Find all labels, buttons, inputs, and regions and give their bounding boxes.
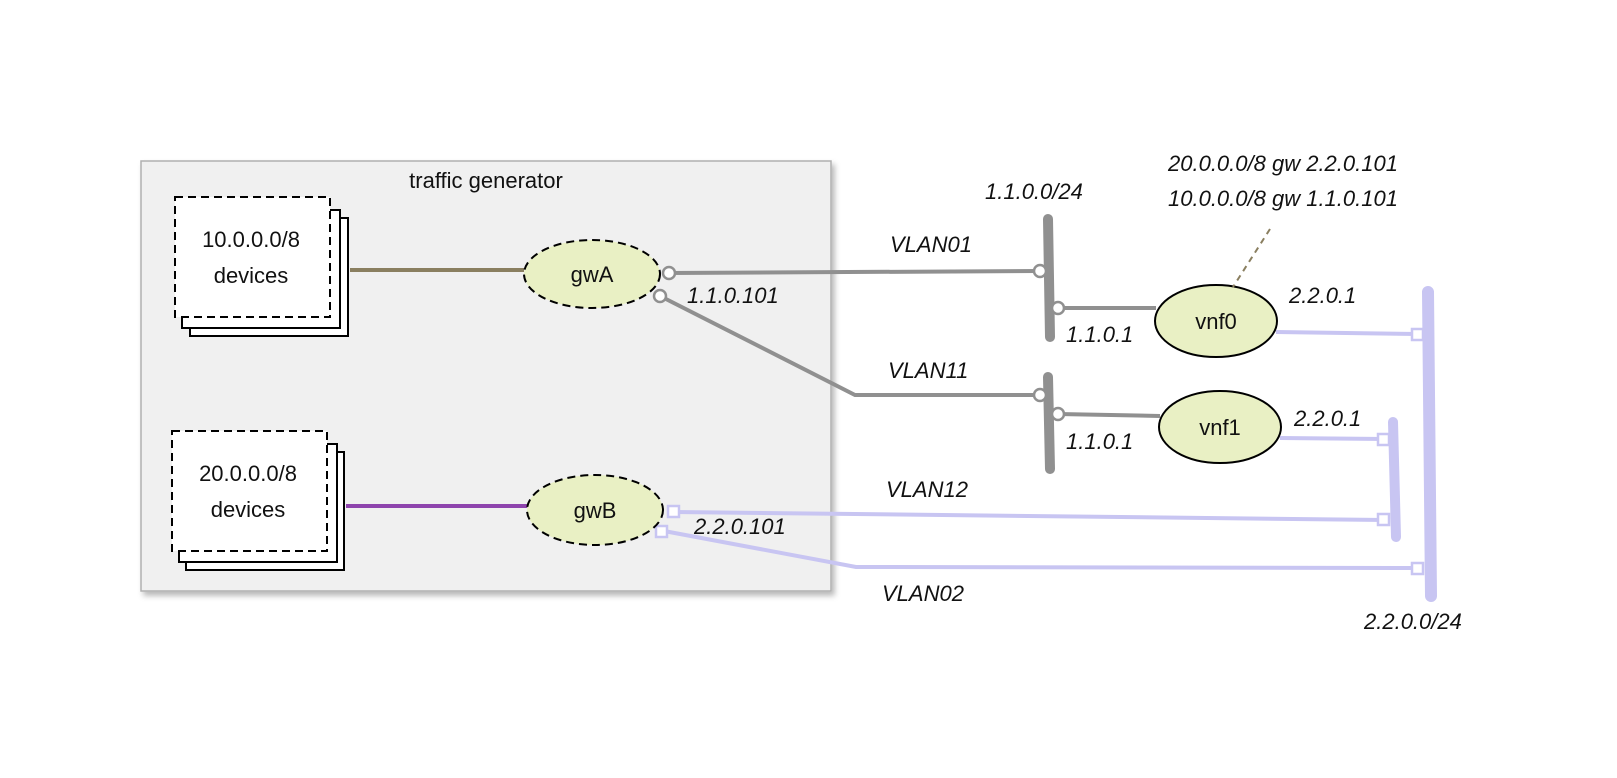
port-switch1-vlan01 <box>1032 263 1048 279</box>
switch-1-1-0-0 <box>1043 214 1055 342</box>
device-group-10-line1: 10.0.0.0/8 <box>202 227 300 252</box>
port-switch2-vnf1 <box>1050 406 1066 422</box>
port-gwA-vlan01 <box>661 265 677 281</box>
link-vlan01 <box>668 269 1041 275</box>
device-group-20-line1: 20.0.0.0/8 <box>199 461 297 486</box>
port-switch1-vnf0 <box>1050 300 1066 316</box>
switch-vlan12 <box>1388 417 1401 542</box>
link-vlan12 <box>673 510 1386 522</box>
gwB-node <box>526 474 664 546</box>
gwA-label: gwA <box>571 262 614 287</box>
vlan11-label: VLAN11 <box>888 358 968 383</box>
port-switch2-vlan11 <box>1032 387 1048 403</box>
link-switch2-vnf1 <box>1057 412 1161 418</box>
network-2-label: 2.2.0.0/24 <box>1363 609 1462 634</box>
vnf0-node <box>1154 284 1278 358</box>
vlan02-label: VLAN02 <box>882 581 964 606</box>
route-line-1: 20.0.0.0/8 gw 2.2.0.101 <box>1167 151 1398 176</box>
link-vnf0-switch3 <box>1275 330 1419 336</box>
gwA-node <box>523 239 661 309</box>
gwB-label: gwB <box>574 498 617 523</box>
switch-2-2-0-0 <box>1422 286 1437 602</box>
device-group-10: 10.0.0.0/8 devices <box>174 196 349 337</box>
link-vlan11 <box>659 294 1040 397</box>
device-group-20-line2: devices <box>211 497 286 522</box>
vnf0-left-ip-label: 1.1.0.1 <box>1066 322 1133 347</box>
link-vnf1-switch4 <box>1279 436 1386 441</box>
vnf1-left-ip-label: 1.1.0.1 <box>1066 429 1133 454</box>
port-gwB-vlan12 <box>666 504 681 519</box>
vlan12-label: VLAN12 <box>886 477 968 502</box>
link-vlan02 <box>663 529 1419 570</box>
vnf0-right-ip-label: 2.2.0.1 <box>1288 283 1356 308</box>
port-gwA-vlan11 <box>652 288 668 304</box>
network-1-label: 1.1.0.0/24 <box>985 179 1083 204</box>
port-gwB-vlan02 <box>654 524 669 539</box>
port-switch4-vlan12 <box>1376 512 1391 527</box>
port-switch4-vnf1 <box>1376 432 1391 447</box>
vnf1-node <box>1158 390 1282 464</box>
route-annotation-leader <box>1232 228 1271 288</box>
port-switch3-vlan02 <box>1410 561 1425 576</box>
gwB-ip-label: 2.2.0.101 <box>693 514 786 539</box>
device-group-20: 20.0.0.0/8 devices <box>171 430 345 571</box>
switch-vlan11 <box>1043 372 1055 474</box>
traffic-generator-title: traffic generator <box>409 168 563 193</box>
route-line-2: 10.0.0.0/8 gw 1.1.0.101 <box>1168 186 1398 211</box>
vnf1-right-ip-label: 2.2.0.1 <box>1293 406 1361 431</box>
device-group-10-line2: devices <box>214 263 289 288</box>
port-switch3-vnf0 <box>1410 327 1425 342</box>
gwA-ip-label: 1.1.0.101 <box>687 283 779 308</box>
vnf0-label: vnf0 <box>1195 309 1237 334</box>
vlan01-label: VLAN01 <box>890 232 972 257</box>
vnf1-label: vnf1 <box>1199 415 1241 440</box>
